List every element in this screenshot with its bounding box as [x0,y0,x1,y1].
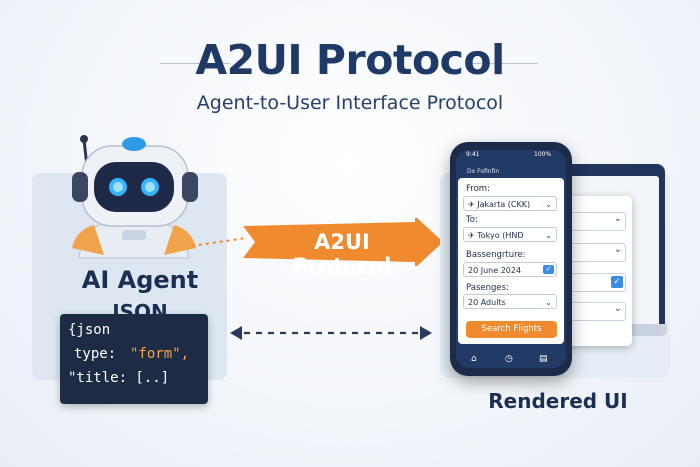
chevron-down-icon: ⌄ [613,303,622,314]
chevron-down-icon: ⌄ [545,231,552,240]
checkbox-icon: ✓ [611,276,623,288]
to-value: Tokyo (HND [477,231,524,240]
calendar-icon: ✓ [543,265,554,274]
protocol-arrow [243,218,443,266]
passengers-label: Pasenges: [466,283,509,293]
robot-icon [72,135,198,259]
chevron-down-icon: ⌄ [545,200,552,209]
chevron-down-icon: ⌄ [613,213,622,224]
passengers-value: 20 Adults [468,298,506,307]
clock-icon[interactable]: ◷ [505,354,513,364]
plane-icon: ✈ [468,200,478,209]
code-line-2-value: "form", [130,346,190,362]
home-icon[interactable]: ⌂ [471,354,477,364]
code-line-3: "title: [..] [68,370,170,386]
departure-field[interactable]: 20 June 2024 ✓ [463,262,557,277]
page-subtitle: Agent-to-User Interface Protocol [196,92,504,114]
plane-icon: ✈ [468,231,478,240]
json-code-block: {json type: "form", "title: [..] [60,314,208,404]
bidirectional-arrow [230,326,432,340]
status-battery: 100% [534,151,552,158]
to-label: To: [466,215,478,225]
page-title: A2UI Protocol [195,36,505,84]
menu-icon[interactable]: ▤ [539,354,548,364]
chevron-down-icon: ⌄ [545,298,552,307]
chevron-down-icon: ⌄ [613,244,622,255]
app-bar-title: Dx Fofinfin [467,168,500,175]
code-line-2-key: type: [74,346,117,362]
departure-value: 20 June 2024 [468,266,522,275]
code-line-1: {json [68,322,111,338]
to-field[interactable]: ✈ Tokyo (HND ⌄ [463,227,557,242]
desktop-field[interactable]: ✓ [558,273,626,292]
departure-label: Bassengrture: [466,250,526,260]
search-flights-button[interactable]: Search Flights [466,321,557,338]
from-label: From: [466,184,490,194]
title-rule-right [468,63,538,64]
from-field[interactable]: ✈ Jakarta (CKK) ⌄ [463,196,557,211]
title-rule-left [160,63,230,64]
protocol-arrow-label: A2UI Protocol [292,230,392,278]
status-time: 9:41 [466,151,480,158]
desktop-field[interactable]: ⌄ [558,212,626,231]
passengers-field[interactable]: 20 Adults ⌄ [463,294,557,309]
from-value: Jakarta (CKK) [477,200,531,209]
dotted-connector [191,237,247,247]
agent-label: AI Agent [81,266,199,294]
rendered-ui-label: Rendered UI [488,389,628,413]
